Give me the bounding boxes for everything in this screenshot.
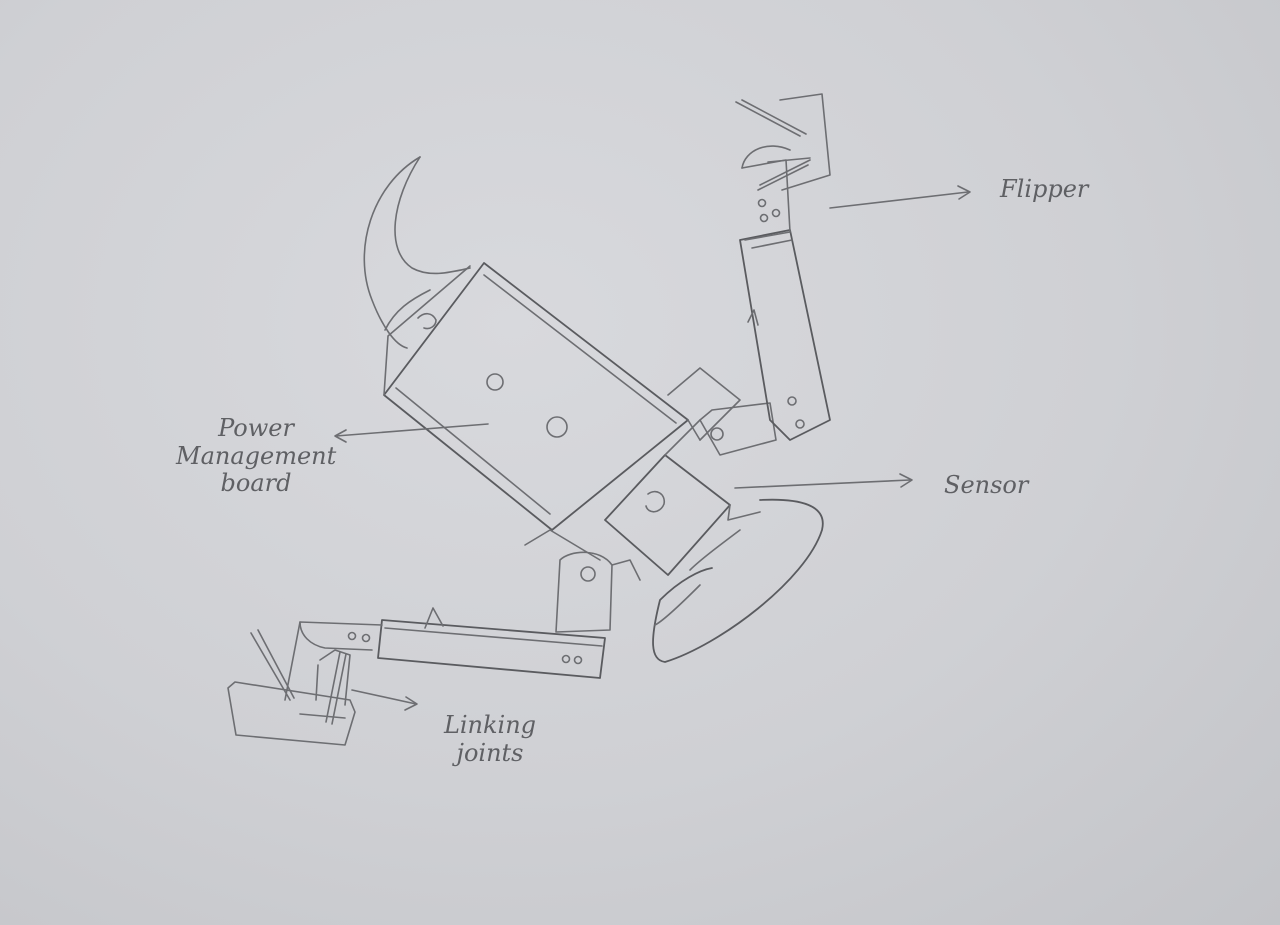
arrow-power bbox=[335, 424, 488, 442]
mount-hole bbox=[487, 374, 503, 390]
label-flipper: Flipper bbox=[1000, 176, 1088, 204]
mount-hole bbox=[547, 417, 567, 437]
horn-hook bbox=[364, 157, 470, 348]
sensor-block bbox=[605, 368, 760, 575]
label-power-management-board: Power Management board bbox=[176, 415, 336, 498]
arrow-sensor bbox=[735, 474, 912, 488]
main-body bbox=[384, 263, 700, 530]
flipper-arm bbox=[700, 94, 830, 455]
arrow-flipper bbox=[830, 186, 970, 208]
front-tread bbox=[653, 500, 823, 662]
rear-joint bbox=[525, 530, 640, 632]
arrow-linking bbox=[352, 690, 417, 710]
label-sensor: Sensor bbox=[944, 472, 1028, 500]
label-linking-joints: Linking joints bbox=[430, 712, 550, 767]
